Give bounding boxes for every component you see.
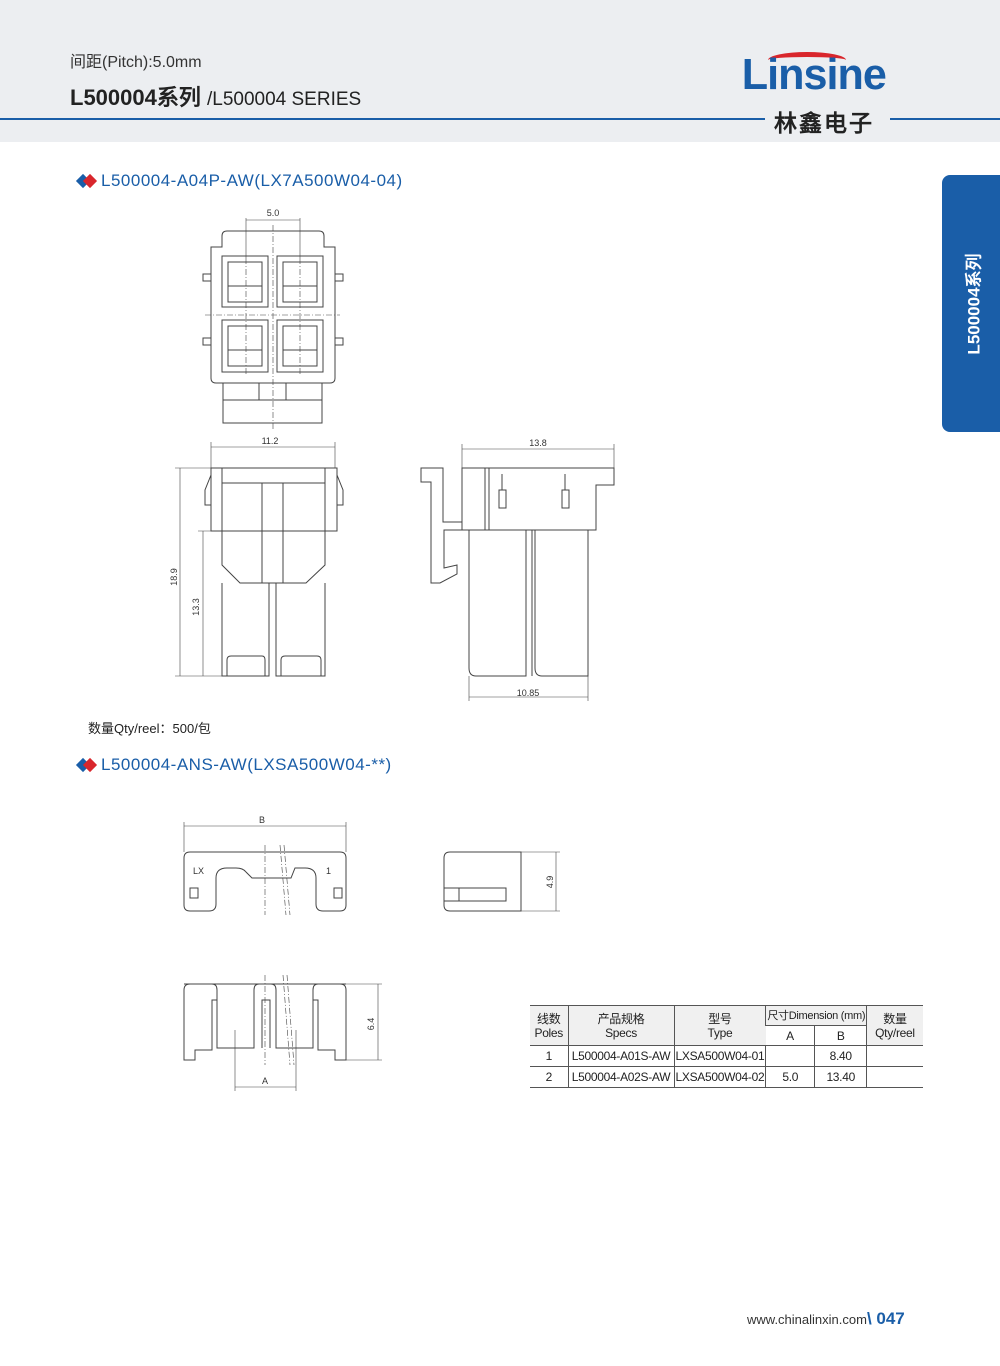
section-title-text: L500004-ANS-AW(LXSA500W04-**) [101, 755, 392, 774]
cell-b: 13.40 [814, 1066, 867, 1088]
qty-per-reel: 数量Qty/reel：500/包 [88, 721, 211, 736]
cell-poles: 1 [530, 1045, 568, 1067]
header-b: B [814, 1025, 867, 1046]
cell-a: 5.0 [765, 1066, 815, 1088]
section-title-1: L500004-A04P-AW(LX7A500W04-04) [75, 171, 403, 191]
retainer-front-view [183, 974, 382, 1091]
cell-b: 8.40 [814, 1045, 867, 1067]
dim-width: 11.2 [262, 436, 279, 446]
housing-top-view [202, 218, 344, 430]
header-divider [890, 118, 1000, 120]
cell-qty [866, 1045, 923, 1067]
retainer-side-view [443, 851, 560, 912]
mark-lx: LX [193, 866, 204, 876]
cell-type: LXSA500W04-02 [673, 1066, 766, 1088]
series-title-cn: L500004系列 [70, 85, 201, 110]
page-footer: www.chinalinxin.com\ 047 [747, 1309, 905, 1329]
page-number: \ 047 [866, 1309, 905, 1328]
cell-poles: 2 [530, 1066, 568, 1088]
logo-word: Linsine [741, 50, 887, 99]
footer-url[interactable]: www.chinalinxin.com [747, 1312, 867, 1327]
dim-height-total: 18.9 [169, 568, 179, 586]
dim-depth: 13.8 [529, 438, 547, 448]
series-title-en: /L500004 SERIES [206, 89, 362, 110]
logo-arc-icon [768, 52, 846, 68]
cell-qty [866, 1066, 923, 1088]
table-row: 2 L500004-A02S-AW LXSA500W04-02 5.0 13.4… [530, 1066, 923, 1088]
dim-h1: 4.9 [545, 876, 555, 889]
mark-1: 1 [326, 866, 331, 876]
dim-a: A [262, 1076, 268, 1086]
brand-logo: Linsine 林鑫电子 [740, 50, 920, 136]
series-title: L500004系列 /L500004 SERIES [70, 80, 361, 112]
dim-pitch: 5.0 [267, 208, 280, 218]
cell-specs: L500004-A01S-AW [567, 1045, 674, 1067]
housing-side-view [420, 444, 615, 701]
cell-a [765, 1045, 815, 1067]
section-title-2: L500004-ANS-AW(LXSA500W04-**) [75, 755, 392, 775]
logo-cn: 林鑫电子 [774, 110, 874, 136]
header-dimension: 尺寸Dimension (mm) [765, 1005, 867, 1026]
dim-height-lower: 13.3 [191, 598, 201, 616]
housing-front-view [175, 442, 344, 677]
header-divider [0, 118, 765, 120]
dim-h2: 6.4 [366, 1018, 376, 1031]
header-a: A [765, 1025, 815, 1046]
series-side-tab[interactable]: L500004系列 [942, 175, 1000, 432]
table-row: 1 L500004-A01S-AW LXSA500W04-01 8.40 [530, 1045, 923, 1067]
cell-type: LXSA500W04-01 [673, 1045, 766, 1067]
dim-leg-width: 10.85 [517, 688, 540, 698]
dim-b: B [259, 815, 265, 825]
retainer-top-view [183, 822, 347, 916]
pitch-label: 间距(Pitch):5.0mm [70, 54, 202, 71]
cell-specs: L500004-A02S-AW [567, 1066, 674, 1088]
section-title-text: L500004-A04P-AW(LX7A500W04-04) [101, 171, 403, 190]
